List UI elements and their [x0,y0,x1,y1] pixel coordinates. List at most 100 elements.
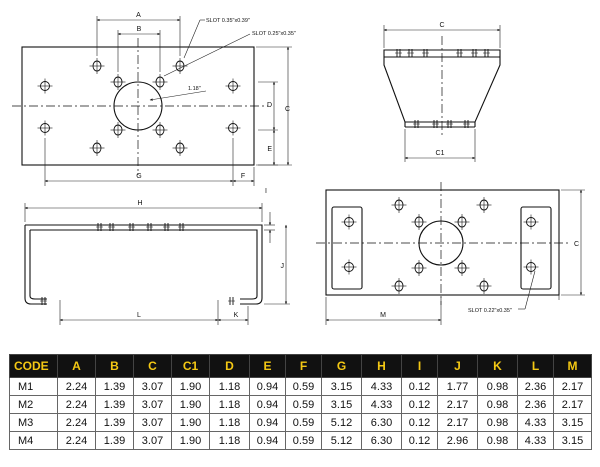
table-cell: 0.94 [249,431,286,450]
table-cell: 0.94 [249,395,286,414]
table-cell: 3.15 [553,413,592,432]
col-header-h: H [361,354,402,378]
table-row: M3 2.24 1.39 3.07 1.90 1.18 0.94 0.59 5.… [9,413,592,432]
table-cell: 0.12 [401,377,438,396]
table-cell: 0.94 [249,377,286,396]
hole-diameter-note: 1.18" [188,86,201,92]
col-header-d: D [209,354,250,378]
col-header-l: L [517,354,554,378]
end-view: C C1 [383,22,501,162]
table-cell: 3.15 [553,431,592,450]
table-cell: 6.30 [361,413,402,432]
table-cell: 3.07 [133,413,172,432]
table-row: M2 2.24 1.39 3.07 1.90 1.18 0.94 0.59 3.… [9,395,592,414]
table-cell: 5.12 [321,413,362,432]
table-cell: 2.24 [57,413,96,432]
slot-note-large: SLOT 0.35"x0.39" [206,18,250,24]
table-cell: 4.33 [517,413,554,432]
dim-label-h: H [137,200,142,207]
col-header-e: E [249,354,286,378]
table-cell: 2.17 [437,413,478,432]
table-cell: 1.18 [209,431,250,450]
table-cell: 1.18 [209,395,250,414]
dim-label-i: I [265,188,267,195]
top-view: A B SLOT 0.35"x0.39" SLOT 0.25"x0.35" 1.… [12,12,296,186]
dim-label-c-end: C [439,22,444,29]
table-cell: 3.15 [321,395,362,414]
col-header-c1: C1 [171,354,210,378]
table-cell: 1.90 [171,431,210,450]
table-cell: 1.18 [209,377,250,396]
technical-drawing: A B SLOT 0.35"x0.39" SLOT 0.25"x0.35" 1.… [12,12,585,325]
table-cell: 2.36 [517,377,554,396]
slot-note-small: SLOT 0.25"x0.35" [252,31,296,37]
table-cell: 1.90 [171,377,210,396]
table-cell: 0.59 [285,413,322,432]
col-header-f: F [285,354,322,378]
dim-label-m: M [380,312,386,319]
table-cell: 2.24 [57,395,96,414]
cell-code: M3 [9,413,58,432]
table-cell: 0.12 [401,395,438,414]
table-cell: 2.17 [553,395,592,414]
table-cell: 3.15 [321,377,362,396]
table-cell: 2.36 [517,395,554,414]
col-header-a: A [57,354,96,378]
table-cell: 3.07 [133,431,172,450]
dim-label-f: F [241,173,245,180]
table-cell: 0.59 [285,377,322,396]
dimension-table: CODE A B C C1 D E F G H I J K L M M1 2.2… [9,354,592,450]
table-cell: 2.24 [57,377,96,396]
table-cell: 0.12 [401,431,438,450]
dim-label-b: B [137,26,142,33]
table-cell: 1.90 [171,413,210,432]
table-cell: 0.98 [477,377,518,396]
table-cell: 0.59 [285,395,322,414]
col-header-k: K [477,354,518,378]
table-cell: 3.07 [133,395,172,414]
table-cell: 0.98 [477,413,518,432]
table-cell: 0.98 [477,431,518,450]
cell-code: M1 [9,377,58,396]
table-cell: 1.39 [95,395,134,414]
table-cell: 5.12 [321,431,362,450]
slot-note-side: SLOT 0.22"x0.35" [468,308,512,314]
table-cell: 0.98 [477,395,518,414]
dim-label-j: J [281,263,285,270]
col-header-code: CODE [9,354,58,378]
table-cell: 2.96 [437,431,478,450]
table-cell: 1.90 [171,395,210,414]
dim-label-c1: C1 [436,150,445,157]
dim-label-l: L [137,312,141,319]
table-cell: 0.59 [285,431,322,450]
col-header-i: I [401,354,438,378]
col-header-g: G [321,354,362,378]
table-row: M4 2.24 1.39 3.07 1.90 1.18 0.94 0.59 5.… [9,431,592,450]
table-cell: 1.39 [95,377,134,396]
table-row: M1 2.24 1.39 3.07 1.90 1.18 0.94 0.59 3.… [9,377,592,396]
col-header-m: M [553,354,592,378]
table-cell: 2.17 [553,377,592,396]
dim-label-k: K [234,312,239,319]
table-cell: 1.77 [437,377,478,396]
table-cell: 1.39 [95,431,134,450]
table-cell: 4.33 [361,377,402,396]
dim-label-d: D [267,102,272,109]
table-cell: 0.94 [249,413,286,432]
front-view: H I J L K [24,188,290,325]
table-cell: 1.18 [209,413,250,432]
dim-label-c-base: C [574,241,579,248]
cell-code: M4 [9,431,58,450]
table-cell: 4.33 [517,431,554,450]
dim-label-c: C [285,106,290,113]
table-cell: 3.07 [133,377,172,396]
table-header-row: CODE A B C C1 D E F G H I J K L M [9,354,592,378]
cell-code: M2 [9,395,58,414]
table-cell: 4.33 [361,395,402,414]
dim-label-g: G [136,173,141,180]
bottom-view: C M SLOT 0.22"x0.35" [316,182,585,325]
table-cell: 6.30 [361,431,402,450]
table-cell: 2.24 [57,431,96,450]
col-header-b: B [95,354,134,378]
